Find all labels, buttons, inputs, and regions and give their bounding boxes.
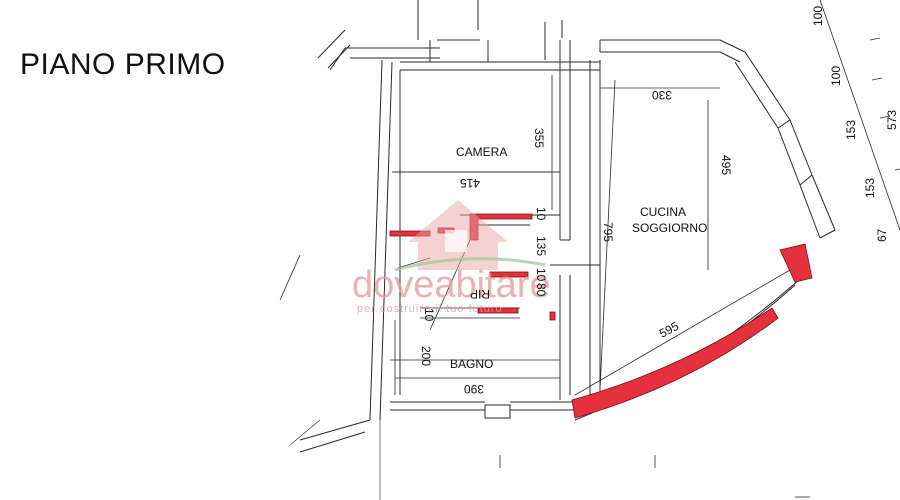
dim-495: 495 bbox=[719, 155, 733, 175]
room-label-bagno: BAGNO bbox=[450, 357, 493, 371]
dim-side-100a: 100 bbox=[811, 6, 825, 26]
room-label-camera: CAMERA bbox=[456, 145, 507, 159]
wall-lines bbox=[279, 0, 900, 500]
dimension-lines bbox=[392, 75, 791, 396]
dim-795: 795 bbox=[601, 222, 615, 242]
room-label-rip: RIP bbox=[470, 287, 490, 301]
dim-side-153a: 153 bbox=[844, 120, 858, 140]
dim-595: 595 bbox=[657, 319, 682, 341]
room-label-soggiorno: SOGGIORNO bbox=[632, 221, 707, 235]
plan-title: PIANO PRIMO bbox=[20, 48, 226, 81]
room-label-cucina: CUCINA bbox=[640, 205, 686, 219]
dim-200: 200 bbox=[419, 346, 433, 366]
watermark-logo bbox=[394, 200, 546, 272]
dim-415: 415 bbox=[460, 176, 480, 190]
dim-80: 80 bbox=[534, 283, 548, 297]
dim-330: 330 bbox=[652, 88, 672, 102]
dim-10-mid: 10 bbox=[534, 268, 548, 282]
dim-390: 390 bbox=[464, 382, 484, 396]
dim-side-153b: 153 bbox=[863, 178, 877, 198]
dim-side-67: 67 bbox=[875, 228, 889, 242]
dim-135: 135 bbox=[534, 236, 548, 256]
dim-side-573: 573 bbox=[885, 110, 899, 130]
dim-10-top: 10 bbox=[534, 207, 548, 221]
dim-10-low: 10 bbox=[422, 308, 436, 322]
watermark-tagline: per costruire il tuo futuro bbox=[357, 303, 503, 315]
dim-355: 355 bbox=[532, 128, 546, 148]
dim-side-100b: 100 bbox=[829, 66, 843, 86]
watermark-brand: doveabitare bbox=[352, 264, 551, 306]
